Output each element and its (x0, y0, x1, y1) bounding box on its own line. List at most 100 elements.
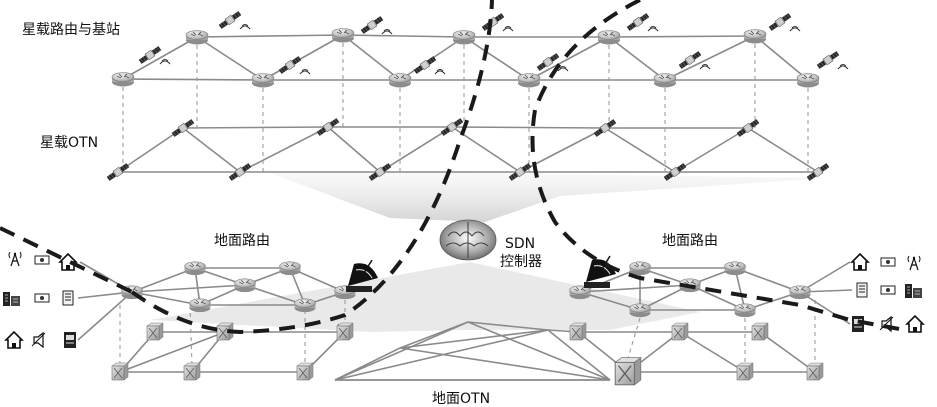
ground-otn-link (759, 331, 816, 373)
sat-route-link (342, 34, 465, 38)
router-icon (653, 73, 677, 88)
router-icon (251, 73, 275, 88)
sat-otn-link (451, 126, 606, 129)
antenna-icon (434, 69, 446, 75)
network-nodes (3, 11, 925, 386)
otn-node-icon (146, 322, 164, 341)
otn-node-icon (751, 322, 769, 341)
satellite-icon (663, 163, 687, 181)
sat-route-link (342, 34, 401, 81)
sat-route-link (262, 34, 344, 81)
ground-otn-mesh-link (334, 347, 401, 381)
router-icon (111, 72, 135, 87)
sat-route-link (608, 36, 666, 81)
antenna-icon (8, 251, 22, 267)
ground-otn-mesh-link (547, 329, 611, 381)
sat-otn-link (674, 127, 749, 173)
label-ground-routing-right: 地面路由 (662, 233, 718, 249)
layer-connector (189, 304, 193, 366)
satellite-icon (368, 163, 392, 181)
router-icon (569, 285, 591, 300)
router-icon (789, 285, 811, 300)
router-icon (629, 261, 651, 276)
satellite-icon (228, 163, 252, 181)
terminal-icon (34, 293, 50, 303)
satellite-dish-icon (584, 255, 616, 288)
router-icon (734, 303, 756, 318)
ground-otn-mesh-link (399, 321, 469, 349)
sat-otn-link (117, 127, 184, 173)
label-sdn: SDN (505, 236, 535, 252)
otn-node-icon (216, 322, 234, 341)
otn-node-icon (569, 322, 587, 341)
satellite-icon (536, 53, 560, 71)
cabinet-icon (64, 332, 76, 348)
terminal-icon (880, 257, 896, 267)
label-ground-routing-left: 地面路由 (214, 233, 270, 249)
router-icon (724, 261, 746, 276)
satellite-icon (171, 119, 195, 137)
sat-otn-link (327, 126, 381, 173)
antenna-icon (299, 69, 311, 75)
antenna-icon (837, 64, 849, 70)
dashed-path (530, 0, 906, 332)
antenna-icon (502, 26, 514, 32)
satellite-icon (440, 118, 464, 136)
layer-connector (627, 317, 641, 359)
terminal-icon (34, 255, 50, 265)
router-icon (629, 303, 651, 318)
sat-route-link (122, 36, 198, 80)
label-sat-otn: 星载OTN (40, 135, 98, 151)
controller-beams (150, 170, 828, 332)
sat-otn-link (239, 126, 329, 173)
satellite-icon (278, 56, 302, 74)
router-icon (331, 28, 355, 43)
satellite-icon (508, 163, 532, 181)
satellite-icon (106, 163, 130, 181)
router-icon (189, 298, 211, 313)
satellite-icon (316, 118, 340, 136)
ground-route-link (131, 284, 246, 293)
otn-node-icon (336, 322, 354, 341)
router-icon (743, 29, 767, 44)
satellite-icon (218, 11, 242, 29)
server-icon (856, 282, 868, 298)
satellite-icon (593, 119, 617, 137)
sat-route-link (463, 36, 530, 81)
antenna-icon (381, 29, 393, 35)
sat-route-link (122, 78, 264, 81)
ground-route-link (579, 284, 691, 293)
otn-node-icon (183, 362, 201, 381)
antenna-icon (557, 66, 569, 72)
sat-route-link (754, 35, 809, 81)
satellite-icon (736, 119, 760, 137)
router-icon (234, 278, 256, 293)
satellite-icon (413, 56, 437, 74)
label-ground-otn: 地面OTN (432, 391, 490, 407)
ground-otn-mesh-link (399, 347, 611, 381)
antenna-icon (699, 64, 711, 70)
server-icon (62, 290, 74, 306)
label-sat-routing: 星载路由与基站 (22, 21, 120, 38)
otn-node-icon (736, 362, 754, 381)
sat-route-link (608, 35, 756, 38)
router-icon (517, 73, 541, 88)
speaker-icon (31, 331, 46, 349)
satellite-icon (806, 163, 830, 181)
router-icon (294, 298, 316, 313)
antenna-icon (647, 26, 659, 32)
satellite-icon (481, 13, 505, 31)
ground-otn-mesh-link (399, 329, 549, 349)
sat-otn-link (182, 126, 329, 129)
router-icon (185, 30, 209, 45)
otn-node-icon (296, 362, 314, 381)
building-icon (905, 284, 922, 298)
building-icon (3, 292, 20, 306)
router-icon (279, 261, 301, 276)
antenna-icon (159, 59, 171, 65)
satellite-icon (360, 16, 384, 34)
access-link (799, 261, 851, 293)
dashed-path (130, 0, 494, 335)
sat-otn-link (747, 127, 819, 173)
antenna-icon (907, 255, 921, 271)
